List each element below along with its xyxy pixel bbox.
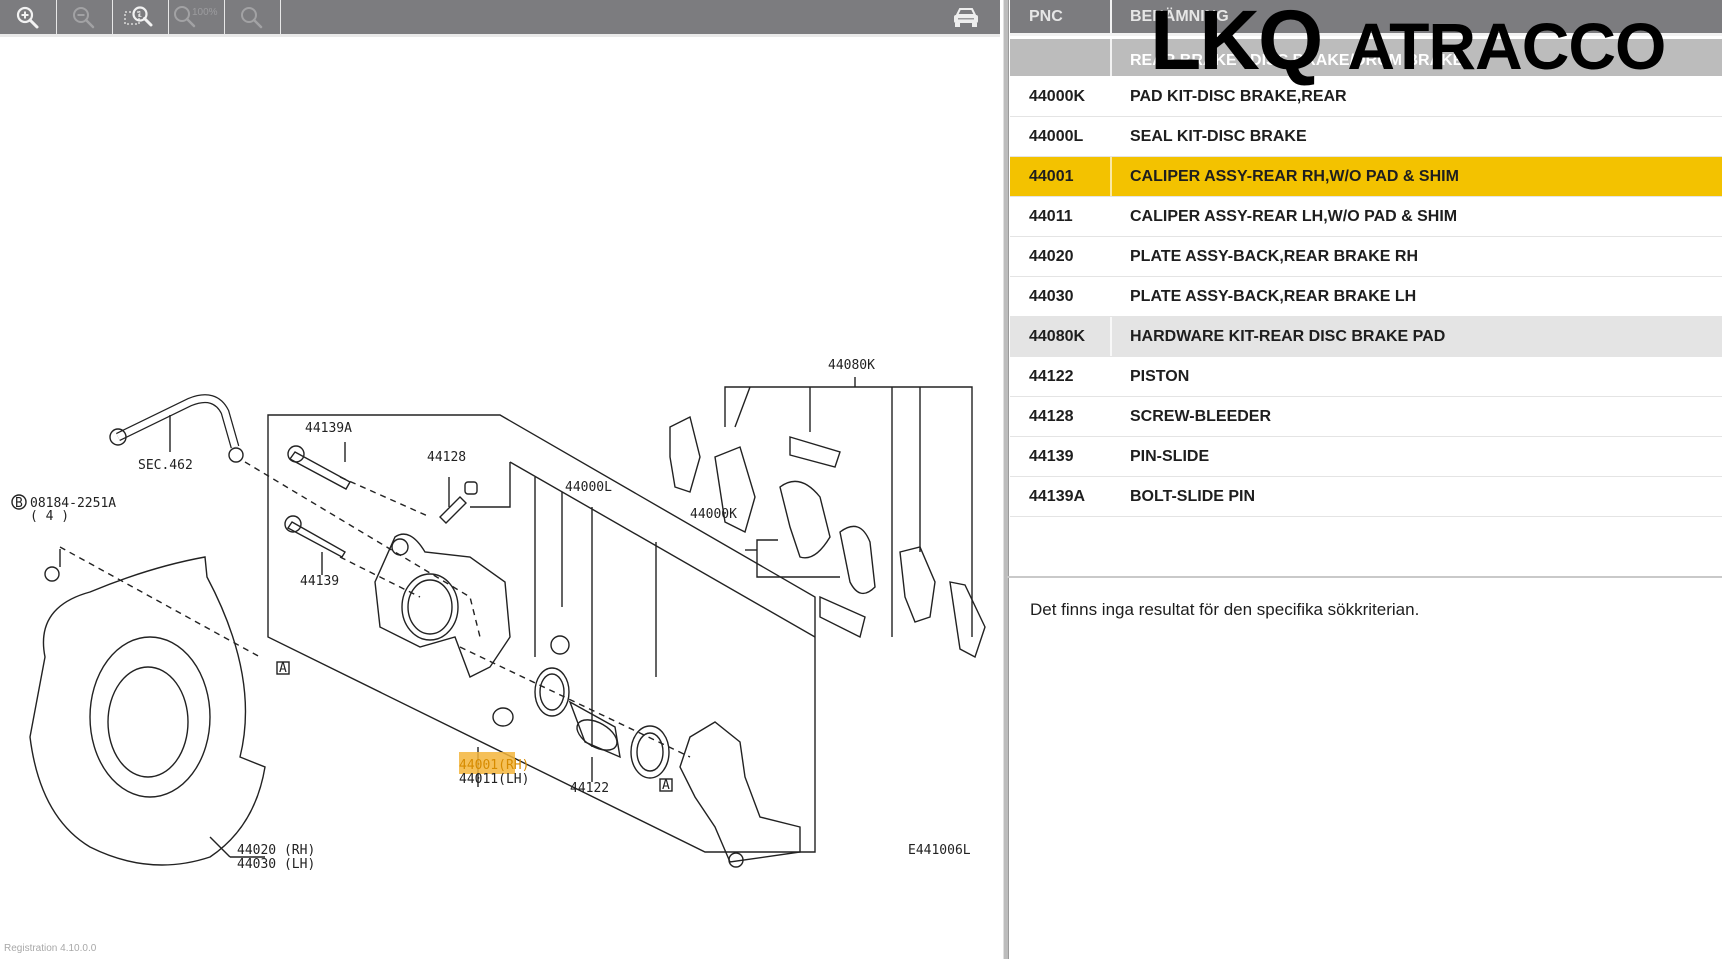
- zoom-in-icon: [16, 6, 39, 29]
- description-cell: HARDWARE KIT-REAR DISC BRAKE PAD: [1130, 327, 1446, 345]
- label-bolt-marker: B: [15, 496, 23, 511]
- zoom-out-button[interactable]: [56, 0, 113, 34]
- description-cell: CALIPER ASSY-REAR RH,W/O PAD & SHIM: [1130, 167, 1459, 185]
- car-icon: [954, 8, 978, 27]
- description-cell: SEAL KIT-DISC BRAKE: [1130, 127, 1307, 145]
- label-44001[interactable]: 44001(RH): [459, 758, 529, 773]
- label-44080K[interactable]: 44080K: [828, 358, 875, 373]
- label-44000L[interactable]: 44000L: [565, 480, 612, 495]
- exploded-parts-diagram: SEC.462 B 08184-2251A ( 4 ) 44139A 44139…: [11, 358, 986, 872]
- vehicle-button[interactable]: [952, 6, 980, 28]
- column-header-pnc[interactable]: PNC: [1010, 0, 1112, 33]
- pnc-cell: 44139A: [1029, 487, 1086, 505]
- label-44030[interactable]: 44030 (LH): [237, 857, 315, 872]
- zoom-icon: [241, 7, 263, 29]
- viewer-toolbar: 1 100%: [0, 0, 1000, 37]
- panel-splitter[interactable]: [1003, 0, 1009, 959]
- table-row[interactable]: 44011 CALIPER ASSY-REAR LH,W/O PAD & SHIM: [1010, 197, 1722, 237]
- table-row[interactable]: 44030 PLATE ASSY-BACK,REAR BRAKE LH: [1010, 277, 1722, 317]
- registration-version: Registration 4.10.0.0: [4, 943, 97, 954]
- svg-text:1: 1: [138, 10, 143, 19]
- no-results-message: Det finns inga resultat för den specifik…: [1030, 600, 1420, 619]
- label-44122[interactable]: 44122: [570, 781, 609, 796]
- description-cell: PLATE ASSY-BACK,REAR BRAKE RH: [1130, 247, 1419, 265]
- category-row: REAR BRAKE / DISC BRAKE/DRUM BRAKE: [1010, 39, 1722, 76]
- description-cell: SCREW-BLEEDER: [1130, 407, 1272, 425]
- pnc-cell: 44030: [1029, 287, 1074, 305]
- label-sec[interactable]: SEC.462: [138, 458, 193, 473]
- zoom-in-button[interactable]: [0, 0, 57, 34]
- description-cell: PLATE ASSY-BACK,REAR BRAKE LH: [1130, 287, 1417, 305]
- selected-part-highlight: [459, 752, 515, 774]
- pnc-cell: 44122: [1029, 367, 1074, 385]
- label-44139[interactable]: 44139: [300, 574, 339, 589]
- zoom-100-icon: [174, 6, 196, 28]
- table-row[interactable]: 44000L SEAL KIT-DISC BRAKE: [1010, 117, 1722, 157]
- table-header: PNC BENÄMNING: [1010, 0, 1722, 36]
- zoom-100-label: 100%: [192, 7, 218, 18]
- label-44139A[interactable]: 44139A: [305, 421, 352, 436]
- marker-a-1: A: [279, 661, 287, 676]
- table-row[interactable]: 44001 CALIPER ASSY-REAR RH,W/O PAD & SHIM: [1010, 157, 1722, 197]
- marker-a-2: A: [662, 778, 670, 793]
- label-44000K[interactable]: 44000K: [690, 507, 737, 522]
- category-pnc-cell: [1010, 39, 1112, 76]
- table-row[interactable]: 44080K HARDWARE KIT-REAR DISC BRAKE PAD: [1010, 317, 1722, 357]
- description-cell: BOLT-SLIDE PIN: [1130, 487, 1256, 505]
- diagram-viewer: 1 100%: [0, 0, 1000, 954]
- zoom-fit-icon: 1: [124, 6, 153, 27]
- label-44128[interactable]: 44128: [427, 450, 466, 465]
- zoom-out-icon: [73, 7, 95, 29]
- diagram-code: E441006L: [908, 843, 971, 858]
- results-divider: [1007, 576, 1722, 578]
- table-row[interactable]: 44020 PLATE ASSY-BACK,REAR BRAKE RH: [1010, 237, 1722, 277]
- pnc-cell: 44020: [1029, 247, 1074, 265]
- pnc-cell: 44000K: [1029, 87, 1086, 105]
- table-row[interactable]: 44139 PIN-SLIDE: [1010, 437, 1722, 477]
- pnc-cell: 44011: [1029, 207, 1073, 225]
- description-cell: PAD KIT-DISC BRAKE,REAR: [1130, 87, 1347, 105]
- zoom-reset-button[interactable]: [224, 0, 281, 34]
- pnc-cell: 44128: [1029, 407, 1074, 425]
- pnc-cell: 44000L: [1029, 127, 1084, 145]
- description-cell: PIN-SLIDE: [1130, 447, 1210, 465]
- zoom-fit-button[interactable]: 1: [112, 0, 169, 34]
- table-row[interactable]: 44128 SCREW-BLEEDER: [1010, 397, 1722, 437]
- description-cell: CALIPER ASSY-REAR LH,W/O PAD & SHIM: [1130, 207, 1458, 225]
- pnc-cell: 44001: [1010, 157, 1112, 196]
- description-cell: PISTON: [1130, 367, 1190, 385]
- table-row[interactable]: 44122 PISTON: [1010, 357, 1722, 397]
- label-bolt[interactable]: 08184-2251A: [30, 496, 116, 511]
- label-44011[interactable]: 44011(LH): [459, 772, 529, 787]
- parts-list-panel: PNC BENÄMNING REAR BRAKE / DISC BRAKE/DR…: [1010, 0, 1722, 959]
- label-bolt-qty: ( 4 ): [30, 509, 69, 524]
- column-header-description[interactable]: BENÄMNING: [1130, 7, 1229, 25]
- pnc-cell: 44139: [1029, 447, 1074, 465]
- table-row[interactable]: 44000K PAD KIT-DISC BRAKE,REAR: [1010, 77, 1722, 117]
- category-title: REAR BRAKE / DISC BRAKE/DRUM BRAKE: [1130, 51, 1464, 69]
- table-row[interactable]: 44139A BOLT-SLIDE PIN: [1010, 477, 1722, 517]
- zoom-100-button[interactable]: 100%: [168, 0, 225, 34]
- pnc-cell: 44080K: [1010, 317, 1112, 356]
- label-44020[interactable]: 44020 (RH): [237, 843, 315, 858]
